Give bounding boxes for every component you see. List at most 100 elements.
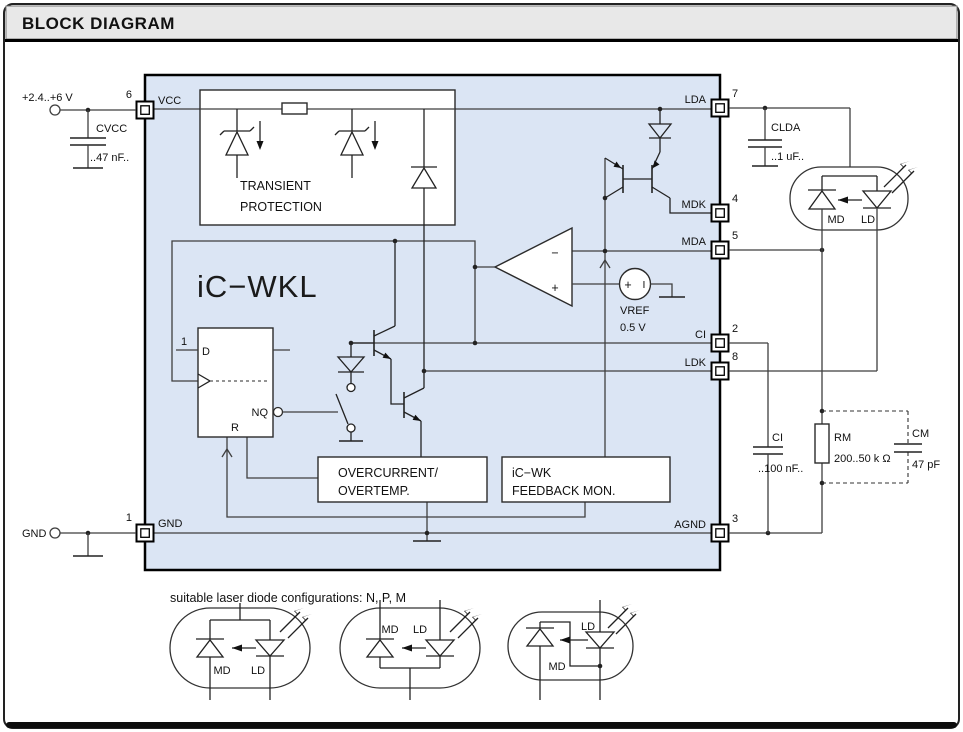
header-bar (5, 5, 958, 40)
flip-flop: 1 D NQ R (176, 327, 338, 438)
config-m: LD MD (507, 600, 640, 700)
laser-diode-package: MD LD (789, 161, 918, 533)
signal-up-arrow (221, 447, 233, 458)
pin-ldk: 8 LDK (685, 351, 738, 381)
transient-label-1: TRANSIENT (240, 179, 311, 193)
clda-capacitor: CLDA ..1 uF.. (748, 108, 804, 167)
rm-value: 200..50 k Ω (834, 453, 891, 465)
monitor-current-arrow (232, 644, 242, 652)
md-label: MD (213, 665, 230, 677)
light-arrows-icon (279, 608, 312, 639)
pin-number: 1 (126, 512, 132, 524)
vref-current: I (643, 279, 646, 291)
current-mirror (602, 106, 711, 214)
rm-name: RM (834, 432, 851, 444)
monitor-current-arrow (402, 644, 412, 652)
junctions (348, 238, 608, 536)
page-title: BLOCK DIAGRAM (22, 14, 175, 33)
pnp-arrow-icon (653, 160, 660, 168)
pin-number: 2 (732, 323, 738, 335)
comparator-plus: + (551, 281, 558, 295)
ff-d-label: D (202, 346, 210, 358)
monitor-current-arrow (560, 636, 570, 644)
npn-arrow-icon (412, 414, 421, 421)
shutdown-switch (335, 343, 366, 442)
feedback-block: iC−WK FEEDBACK MON. (501, 456, 671, 503)
supply-terminal: +2.4..+6 V (22, 92, 136, 116)
cm-name: CM (912, 428, 929, 440)
ld-label: LD (581, 621, 595, 633)
transient-protection-block: TRANSIENT PROTECTION (199, 89, 456, 388)
overcurrent-label-2: OVERTEMP. (338, 484, 410, 498)
npn-arrow-icon (382, 352, 391, 359)
light-arrows-icon (883, 161, 918, 194)
transient-label-2: PROTECTION (240, 200, 322, 214)
ld-label: LD (251, 665, 265, 677)
chip-name-label: iC−WKL (197, 269, 318, 304)
pin-agnd: 3 AGND (674, 513, 738, 543)
pin-mda: 5 MDA (682, 230, 738, 260)
md-label: MD (827, 214, 844, 226)
pin-number: 7 (732, 88, 738, 100)
resistor-symbol (281, 102, 308, 115)
light-arrows-icon (607, 604, 640, 635)
cm-capacitor: CM 47 pF (822, 410, 940, 484)
pin-number: 8 (732, 351, 738, 363)
configs-caption: suitable laser diode configurations: N, … (170, 591, 406, 605)
pin-label: GND (158, 518, 183, 530)
supply-voltage-label: +2.4..+6 V (22, 92, 73, 104)
monitor-current-arrow (838, 196, 848, 204)
overcurrent-label-1: OVERCURRENT/ (338, 466, 439, 480)
ld-label: LD (413, 624, 427, 636)
pin-number: 6 (126, 89, 132, 101)
feedback-label-2: FEEDBACK MON. (512, 484, 616, 498)
pin-label: MDK (682, 199, 707, 211)
gnd-terminal: GND (22, 527, 136, 557)
tvs-diode (219, 109, 255, 178)
cvcc-capacitor: CVCC ..47 nF.. (70, 110, 129, 169)
ci-value: ..100 nF.. (758, 463, 803, 475)
ld-label: LD (861, 214, 875, 226)
vref-name: VREF (620, 305, 650, 317)
surge-arrow-icon (371, 141, 379, 150)
pin-number: 5 (732, 230, 738, 242)
pin-lda: 7 LDA (685, 88, 738, 118)
config-n: MD LD (169, 603, 312, 700)
gnd-label: GND (22, 528, 47, 540)
external-wires-right (729, 105, 877, 536)
clda-value: ..1 uF.. (771, 151, 804, 163)
ci-capacitor: CI ..100 nF.. (753, 343, 803, 533)
surge-arrow-icon (256, 141, 264, 150)
pin-number: 4 (732, 193, 738, 205)
clda-name: CLDA (771, 122, 801, 134)
comparator-minus: − (551, 246, 558, 260)
ci-name: CI (772, 432, 783, 444)
overcurrent-block: OVERCURRENT/ OVERTEMP. (317, 456, 488, 503)
ff-set-label: 1 (181, 336, 187, 348)
pin-label: VCC (158, 95, 181, 107)
pin-mdk: 4 MDK (682, 193, 738, 223)
pin-label: MDA (682, 236, 707, 248)
vref-value: 0.5 V (620, 322, 646, 334)
pin-vcc: 6 VCC (126, 89, 181, 120)
clamp-diode (410, 109, 438, 388)
cvcc-value: ..47 nF.. (90, 152, 129, 164)
config-p: MD LD (339, 600, 482, 700)
comparator: − + (493, 226, 619, 308)
signal-up-arrow (599, 258, 611, 269)
md-label: MD (381, 624, 398, 636)
pin-ci: 2 CI (695, 323, 738, 353)
vref-source: + I VREF 0.5 V (618, 267, 685, 334)
pin-number: 3 (732, 513, 738, 525)
ff-r-label: R (231, 422, 239, 434)
tvs-diode (334, 109, 370, 178)
driver-transistors (351, 241, 425, 457)
light-arrows-icon (449, 608, 482, 639)
ff-nq-label: NQ (252, 407, 269, 419)
vref-plus: + (624, 278, 631, 292)
page-bottom-edge (6, 722, 957, 728)
pin-label: CI (695, 329, 706, 341)
pin-gnd: 1 GND (126, 512, 183, 543)
